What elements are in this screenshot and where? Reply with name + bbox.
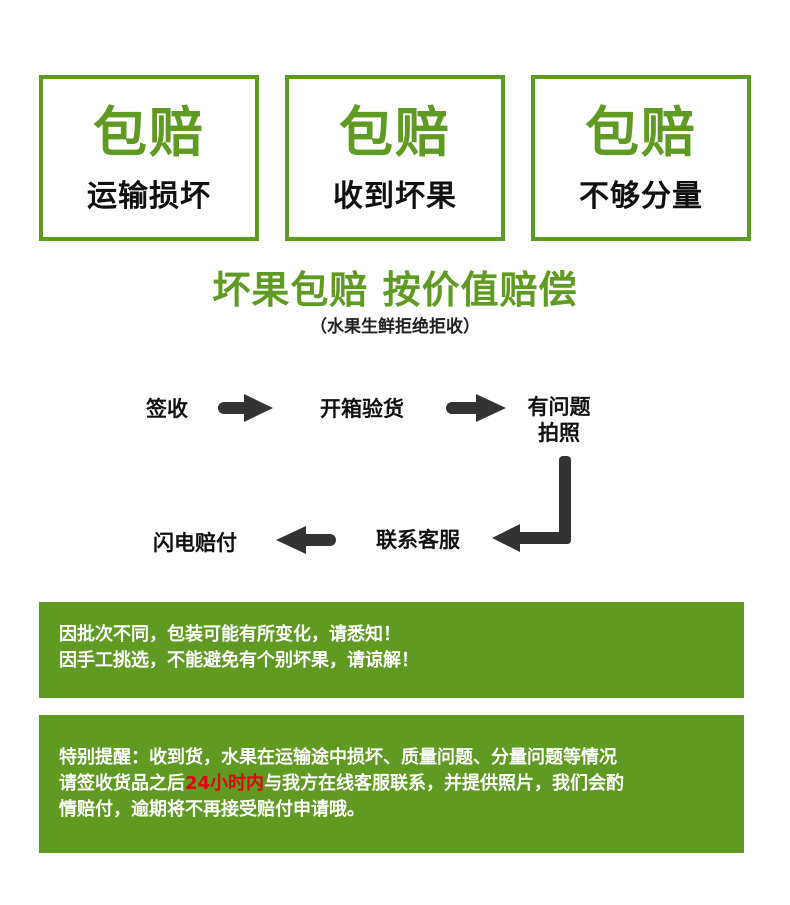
process-arrows bbox=[218, 394, 571, 554]
step-problem: 有问题 拍照 bbox=[522, 394, 596, 446]
guarantee-title: 包赔 bbox=[339, 101, 451, 164]
step-sign: 签收 bbox=[146, 397, 188, 421]
guarantee-subtitle: 收到坏果 bbox=[333, 179, 457, 214]
step-compensate: 闪电赔付 bbox=[153, 531, 237, 555]
arrow-elbow-down-left-icon bbox=[492, 456, 571, 552]
guarantee-title: 包赔 bbox=[93, 101, 205, 164]
guarantee-subtitle: 不够分量 bbox=[579, 179, 703, 214]
guarantee-box-bad-fruit: 包赔 收到坏果 bbox=[285, 75, 505, 241]
guarantee-subtitle: 运输损坏 bbox=[87, 179, 211, 214]
reminder-text: 与我方在线客服联系，并提供照片，我们会酌 bbox=[264, 773, 625, 794]
step-unbox: 开箱验货 bbox=[320, 397, 404, 421]
headline: 坏果包赔 按价值赔偿 bbox=[212, 268, 578, 312]
notice-line: 因手工挑选，不能避免有个别坏果，请谅解！ bbox=[59, 650, 419, 671]
notice-panel-reminder: 特别提醒：收到货，水果在运输途中损坏、质量问题、分量问题等情况 请签收货品之后2… bbox=[39, 715, 744, 853]
arrow-right-icon bbox=[446, 394, 506, 422]
reminder-deadline-highlight: 24小时内 bbox=[185, 773, 265, 794]
guarantee-box-weight: 包赔 不够分量 bbox=[531, 75, 751, 241]
notice-panel-packaging: 因批次不同，包装可能有所变化，请悉知！ 因手工挑选，不能避免有个别坏果，请谅解！ bbox=[39, 602, 744, 698]
step-problem-line1: 有问题 bbox=[527, 395, 591, 419]
guarantee-box-transport: 包赔 运输损坏 bbox=[39, 75, 259, 241]
notice-line: 因批次不同，包装可能有所变化，请悉知！ bbox=[59, 624, 401, 645]
step-contact: 联系客服 bbox=[376, 528, 460, 552]
arrow-right-icon bbox=[218, 394, 273, 422]
reminder-text: 请签收货品之后 bbox=[59, 773, 185, 794]
arrow-left-icon bbox=[276, 526, 336, 554]
reminder-line: 情赔付，逾期将不再接受赔付申请哦。 bbox=[59, 799, 365, 820]
reminder-line: 特别提醒：收到货，水果在运输途中损坏、质量问题、分量问题等情况 bbox=[59, 747, 617, 768]
headline-note: （水果生鲜拒绝拒收） bbox=[310, 317, 480, 337]
step-problem-line2: 拍照 bbox=[538, 421, 580, 445]
reminder-line: 请签收货品之后24小时内与我方在线客服联系，并提供照片，我们会酌 bbox=[59, 771, 744, 797]
guarantee-title: 包赔 bbox=[585, 101, 697, 164]
